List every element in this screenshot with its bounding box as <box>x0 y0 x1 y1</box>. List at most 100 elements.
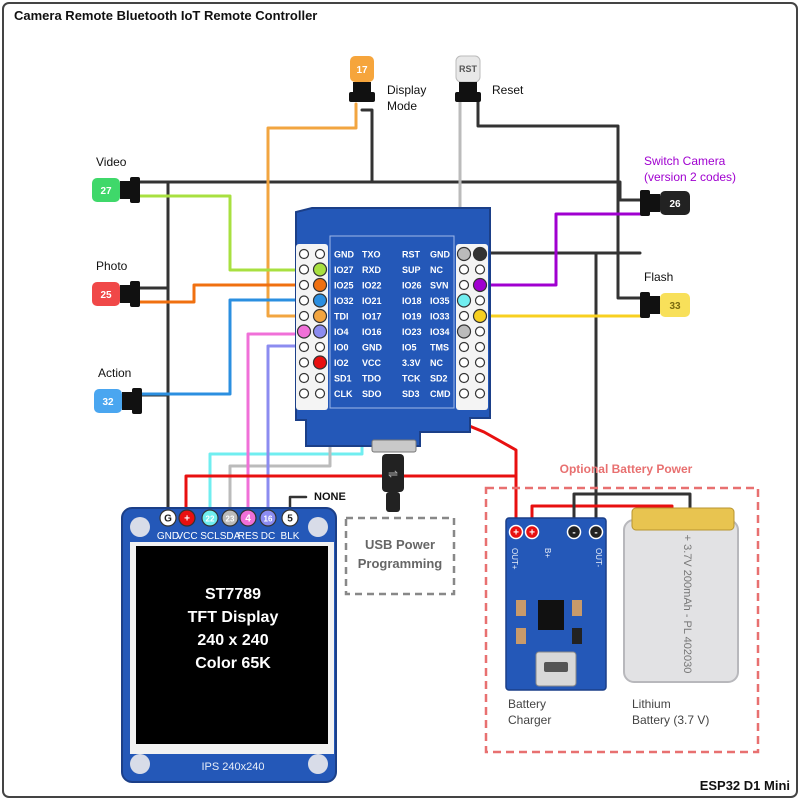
esp32-pin <box>298 279 310 291</box>
esp32-pin-label: RXD <box>362 265 382 275</box>
esp32-pin <box>298 357 310 368</box>
svg-text:32: 32 <box>102 397 114 408</box>
wire-action <box>138 298 306 396</box>
svg-text:33: 33 <box>669 301 681 312</box>
svg-text:27: 27 <box>100 186 112 197</box>
switch-camera-button[interactable]: 26 <box>640 190 690 216</box>
esp32-pin <box>474 372 486 384</box>
esp32-pin <box>458 372 470 384</box>
charger-pad <box>524 524 540 540</box>
wire-blk-none <box>288 495 308 512</box>
switch-camera-label-2: (version 2 codes) <box>644 170 736 184</box>
esp32-pin-label: TCK <box>402 374 421 384</box>
esp32-pin-label: TMS <box>430 343 449 353</box>
wire-switch-camera <box>460 212 642 287</box>
esp32-pin-label: GND <box>334 250 355 260</box>
esp32-pin <box>458 279 470 291</box>
esp32-pin <box>474 388 486 399</box>
reset-button[interactable]: RST <box>455 55 481 102</box>
video-label: Video <box>96 155 127 169</box>
esp32-pin <box>314 248 326 260</box>
usb-label-1: USB Power <box>365 537 435 552</box>
charger-side-label: OUT+ <box>510 548 519 570</box>
esp32-pin-label: IO26 <box>402 281 422 291</box>
esp32-pin <box>314 388 326 399</box>
esp32-pin <box>312 355 328 370</box>
esp32-pin <box>312 262 328 277</box>
esp32-pin-label: CMD <box>430 389 451 399</box>
tft-pin-label: GND <box>157 531 179 542</box>
usb-cable-plug <box>382 454 404 492</box>
charger-pad-symbol: + <box>513 528 519 539</box>
esp32-pin <box>312 277 328 293</box>
charger-pad-symbol: + <box>529 528 535 539</box>
tft-pin <box>239 509 257 527</box>
battery-body <box>623 519 739 683</box>
esp32-pin-label: IO5 <box>402 343 417 353</box>
video-button[interactable]: 27 <box>92 177 140 203</box>
wire-photo <box>138 283 306 304</box>
esp32-pin-label: SVN <box>430 281 449 291</box>
esp32-pin-label: GND <box>362 343 383 353</box>
svg-text:26: 26 <box>669 199 681 210</box>
esp32-pin-label: GND <box>430 250 451 260</box>
charger-label-1: Battery <box>508 697 546 711</box>
esp32-header-right <box>456 244 488 410</box>
battery-section: Optional Battery Power ++--OUT+B+OUT- Ba… <box>484 462 760 754</box>
esp32-pin-label: IO25 <box>334 281 354 291</box>
esp32-pin <box>456 246 472 262</box>
esp32-pin <box>298 310 310 322</box>
tft-pin <box>178 509 196 527</box>
esp32-pin <box>314 341 326 353</box>
tft-pin-number: 5 <box>287 514 293 525</box>
esp32-pin <box>472 277 488 293</box>
esp32-pin-label: 3.3V <box>402 358 421 368</box>
charger-pad-symbol: - <box>572 528 575 539</box>
flash-button[interactable]: 33 <box>640 292 690 318</box>
esp32-pin-label: SD1 <box>334 374 352 384</box>
esp32-pin-label: SUP <box>402 265 421 275</box>
battery-print: + 3.7V 200mAh - PL 402030 <box>681 535 693 674</box>
tft-pin <box>159 509 177 527</box>
esp32-pin <box>458 341 470 353</box>
esp32-pin-label: IO33 <box>430 312 450 322</box>
esp32-pin-label: NC <box>430 265 443 275</box>
esp32-pin <box>474 295 486 306</box>
wire-display-mode <box>266 102 358 318</box>
esp32-pin <box>298 388 310 399</box>
display-mode-button[interactable]: 17 <box>349 56 375 102</box>
esp32-pin-label: IO21 <box>362 296 382 306</box>
esp32-pin-label: IO4 <box>334 327 349 337</box>
esp32-pin <box>474 326 486 337</box>
charger-pads: ++--OUT+B+OUT- <box>508 524 604 570</box>
esp32-pin-label: TDI <box>334 312 349 322</box>
esp32-pin <box>458 264 470 275</box>
flash-label: Flash <box>644 270 673 284</box>
esp32-pin <box>298 248 310 260</box>
action-label: Action <box>98 366 131 380</box>
esp32-pin <box>298 295 310 306</box>
charger-pad <box>508 524 524 540</box>
wire-video <box>136 194 306 272</box>
esp32-pin-label: SD2 <box>430 374 448 384</box>
photo-button[interactable]: 25 <box>92 281 140 307</box>
esp32-pin <box>456 324 472 339</box>
tft-pin-number: G <box>164 514 172 525</box>
esp32-pin <box>298 264 310 275</box>
tft-pin <box>259 509 277 527</box>
esp32-pin <box>312 293 328 308</box>
tft-line-3: 240 x 240 <box>197 632 268 649</box>
tft-screen <box>136 546 328 744</box>
tft-pin-number: + <box>184 514 190 525</box>
action-button[interactable]: 32 <box>94 388 142 414</box>
charger-pad-symbol: - <box>594 528 597 539</box>
esp32-pin-label: SD3 <box>402 389 420 399</box>
charger-pad <box>566 524 582 540</box>
tft-pin-label: DC <box>261 531 275 542</box>
esp32-usb-port <box>371 439 417 453</box>
esp32-pin <box>456 293 472 308</box>
